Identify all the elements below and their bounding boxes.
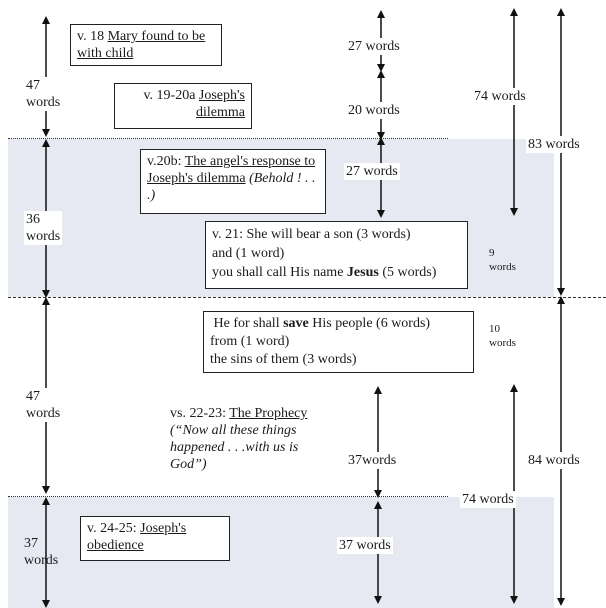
- label-37words: 37words: [346, 452, 399, 469]
- box-obedience: v. 24-25: Joseph's obedience: [80, 516, 230, 561]
- dotted-separator-1: [8, 138, 448, 139]
- save-text: save: [283, 316, 309, 331]
- v19-title: Joseph's dilemma: [196, 88, 245, 120]
- v18-title: Mary found to be with child: [77, 29, 206, 61]
- label-27-words-top: 27 words: [346, 38, 402, 55]
- save-line1: He for shall save His people (6 words): [213, 316, 431, 331]
- dotted-separator-2: [8, 496, 448, 497]
- prophecy-ref: vs. 22-23:: [170, 406, 230, 421]
- box-v19: v. 19-20a Joseph's dilemma: [114, 83, 252, 129]
- box-v20b: v.20b: The angel's response to Joseph's …: [140, 149, 326, 214]
- save-line2: from (1 word): [210, 334, 290, 349]
- v18-ref: v. 18: [77, 29, 108, 44]
- save-line3: the sins of them (3 words): [210, 352, 357, 367]
- box-save: He for shall save His people (6 words) f…: [203, 311, 474, 373]
- v19-ref: v. 19-20a: [143, 88, 199, 103]
- v21-line3: you shall call His name Jesus (5 words): [212, 265, 437, 280]
- dashed-separator: [8, 297, 606, 298]
- label-74-words-top: 74 words: [472, 88, 528, 105]
- v20b-note: (Behold ! . . .): [147, 171, 316, 203]
- v21-line1: v. 21: She will bear a son (3 words): [212, 227, 411, 242]
- label-37-words: 37 words: [337, 537, 393, 554]
- box-prophecy: vs. 22-23: The Prophecy (“Now all these …: [164, 402, 339, 488]
- label-83-words: 83 words: [526, 136, 582, 153]
- jesus-text: Jesus: [346, 265, 379, 280]
- v20b-title: The angel's response to Joseph's dilemma: [147, 154, 316, 186]
- label-74-words-bottom: 74 words: [460, 491, 516, 508]
- prophecy-title: The Prophecy: [229, 406, 308, 421]
- label-84-words: 84 words: [526, 452, 582, 469]
- obedience-ref: v. 24-25:: [87, 521, 141, 536]
- label-20-words: 20 words: [346, 102, 402, 119]
- prophecy-quote: (“Now all these things happened . . .wit…: [168, 422, 312, 473]
- box-v18: v. 18 Mary found to be with child: [70, 24, 222, 66]
- v20b-ref: v.20b:: [147, 154, 185, 169]
- v21-line2: and (1 word): [212, 246, 285, 261]
- box-v21: v. 21: She will bear a son (3 words) and…: [205, 221, 468, 289]
- label-27-words: 27 words: [344, 163, 400, 180]
- obedience-title: Joseph's obedience: [87, 521, 187, 553]
